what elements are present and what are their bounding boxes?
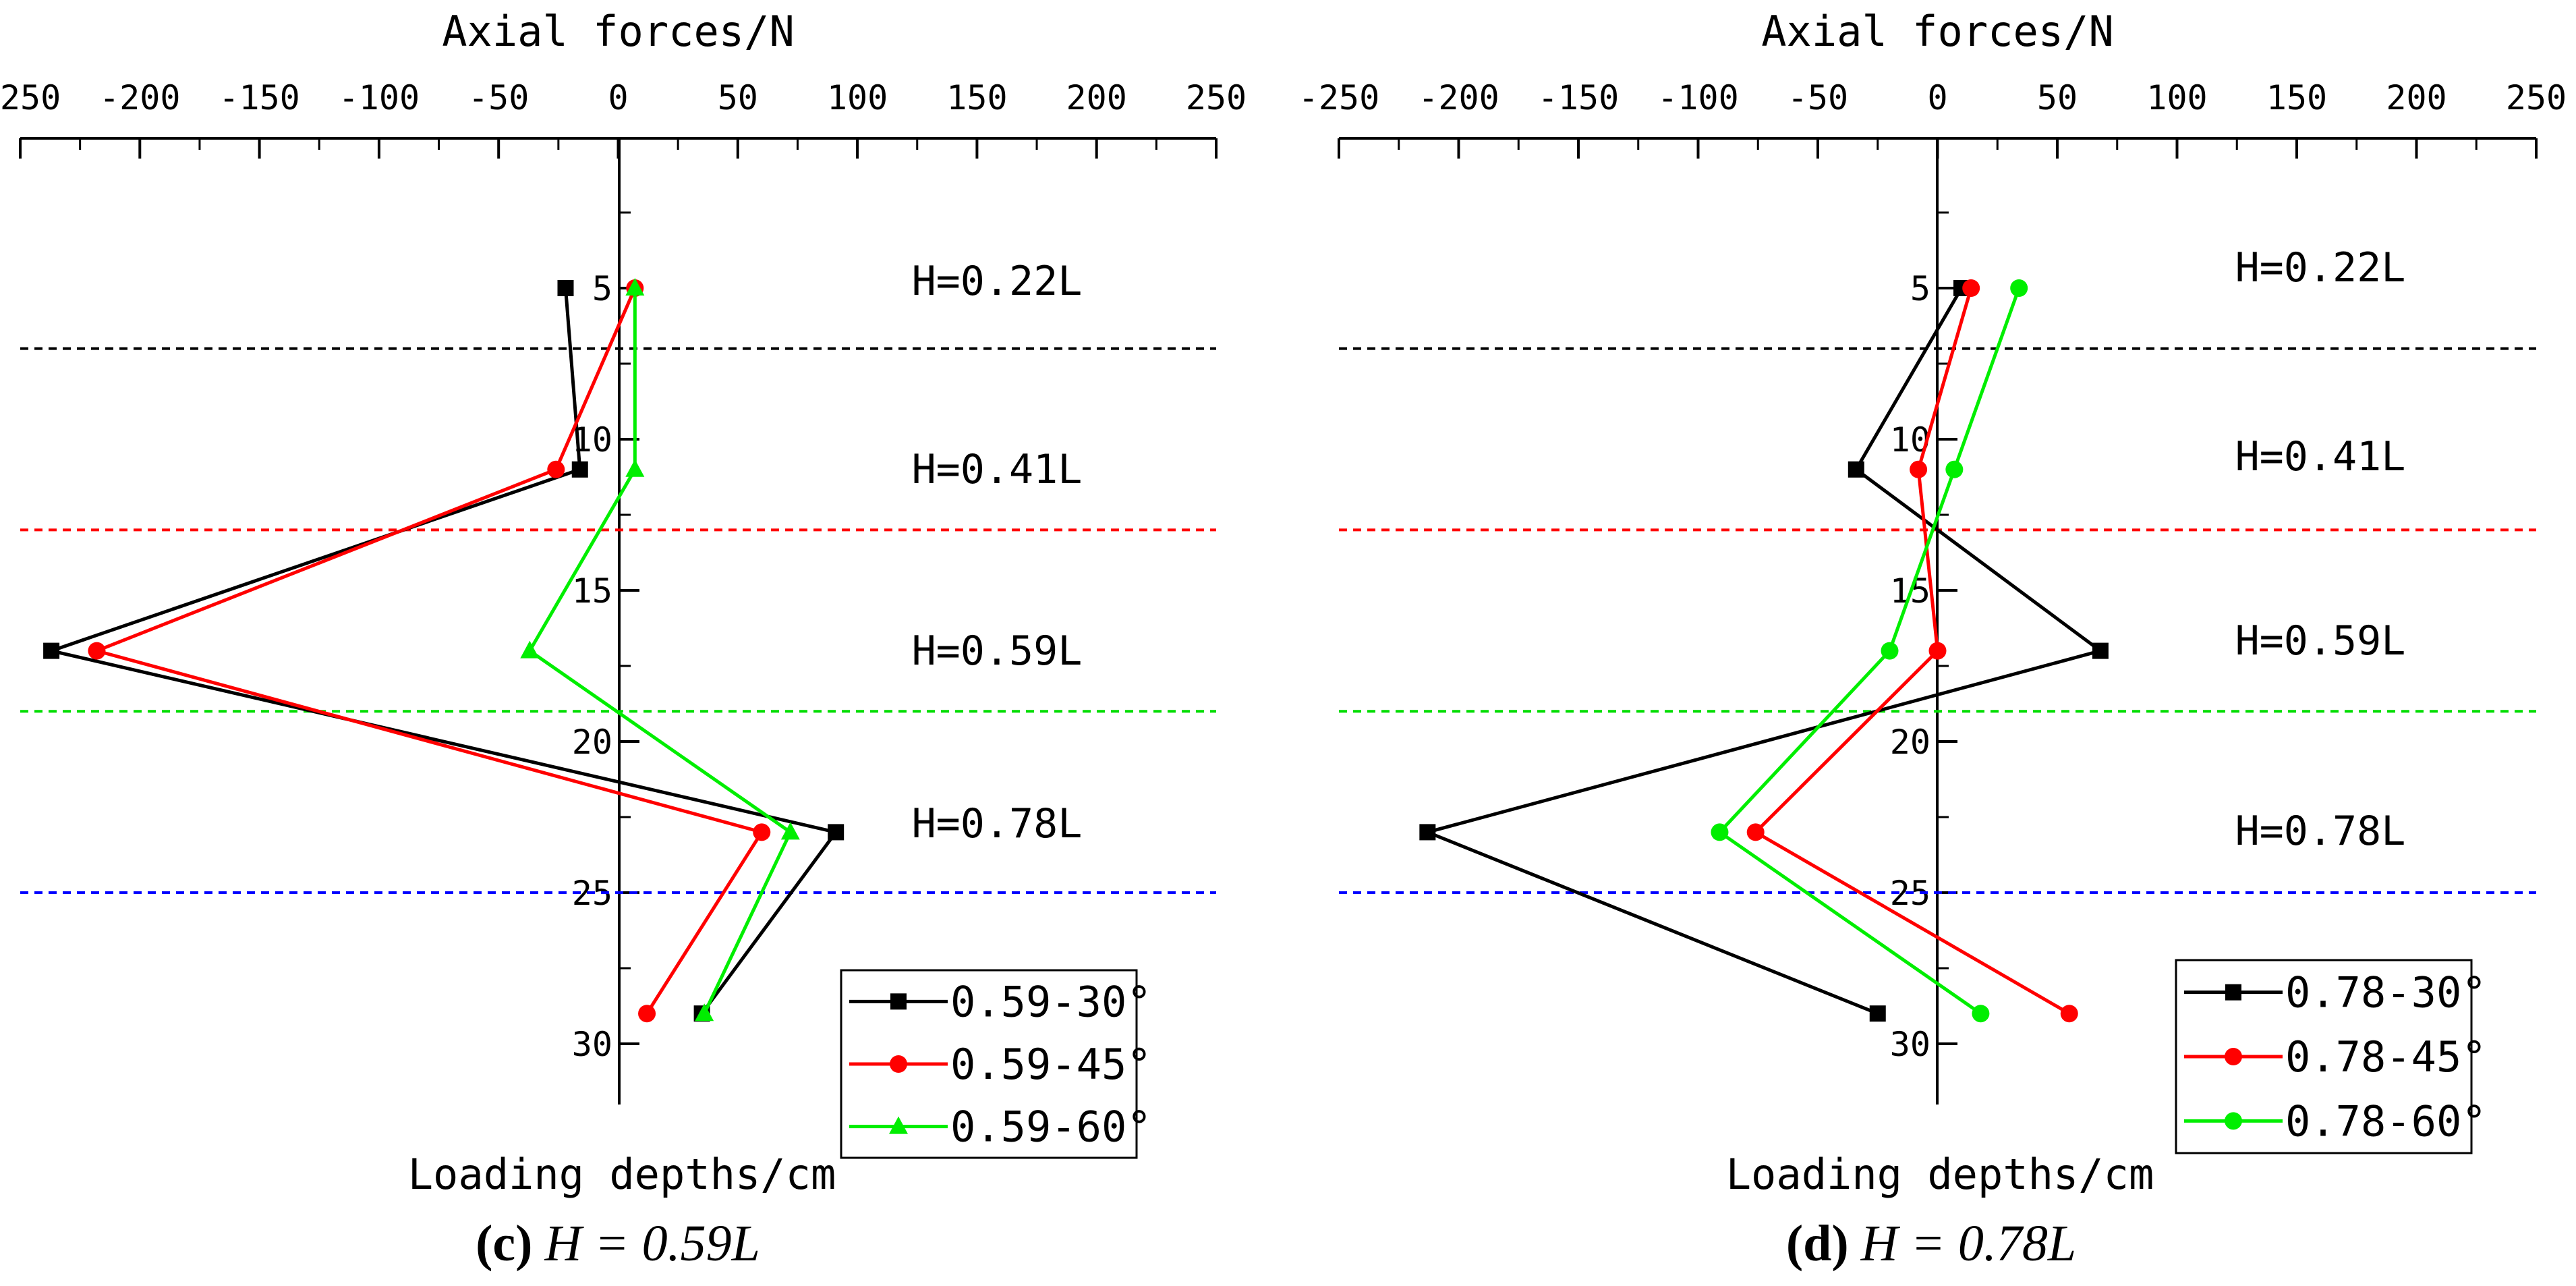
x-tick-label: -150 [219,78,299,117]
x-tick-label: -250 [0,78,61,117]
caption-letter: (c) [476,1215,532,1272]
y-tick-label: 20 [572,723,612,762]
y-tick-label: 5 [1910,269,1930,308]
x-tick-label: 100 [2146,78,2207,117]
legend: 0.78-30° 0.78-45° 0.78-60° [2175,959,2487,1154]
data-point [2092,642,2109,659]
reference-label: H=0.41L [912,446,1083,493]
series-line [45,287,839,1015]
legend-label: 0.59-60° [950,1102,1152,1152]
data-point [1419,824,1436,841]
legend-marker [890,993,907,1010]
x-tick-label: -100 [1657,78,1738,117]
data-point [1848,461,1864,478]
reference-label: H=0.22L [912,258,1083,305]
x-tick-label: 150 [946,78,1007,117]
data-point [753,823,771,841]
x-tick-label: 50 [2037,78,2078,117]
data-point [625,278,645,296]
reference-label: H=0.78L [2235,808,2406,855]
chart-d: Axial forces/N -250 -200 -150 -100 -50 0 50 100 1… [1298,7,2567,1272]
data-point [88,642,106,660]
legend-label: 0.78-60° [2285,1096,2487,1146]
legend-label: 0.78-30° [2285,968,2487,1017]
data-point [1928,642,1947,660]
legend-marker [2225,1112,2242,1130]
y-tick-label: 15 [572,571,612,611]
x-tick-label: -100 [339,78,420,117]
y-axis-title: Loading depths/cm [408,1150,836,1199]
y-axis-title: Loading depths/cm [1726,1150,2154,1199]
x-tick-label: 100 [827,78,888,117]
x-tick-label: 250 [2506,78,2567,117]
x-tick-label: 150 [2266,78,2327,117]
data-point [2060,1005,2078,1023]
caption-text: H = 0.59L [544,1215,760,1272]
data-point [547,460,565,478]
data-point [571,461,588,478]
data-point [557,280,574,296]
data-point [1910,460,1928,478]
reference-label: H=0.41L [2235,433,2406,480]
data-point [1962,279,1980,297]
x-tick-label: -200 [1418,78,1499,117]
data-point [43,642,60,659]
panel-caption: (d)H = 0.78L [1786,1215,2076,1272]
series-line [527,288,793,1015]
panel-caption: (c)H = 0.59L [476,1215,760,1272]
legend-label: 0.59-30° [950,977,1152,1026]
series-line [1422,287,2105,1015]
legend-marker [890,1055,907,1073]
y-tick-label: 5 [592,269,612,308]
legend-label: 0.78-45° [2285,1032,2487,1082]
series-line [1717,287,2021,1015]
chart-c: Axial forces/N -250 -200 -150 -100 -50 0 50 100 1… [0,7,1247,1272]
reference-label: H=0.59L [912,627,1083,675]
data-point [1711,823,1729,841]
data-point [695,1003,714,1022]
x-axis-title: Axial forces/N [442,7,795,56]
legend-marker [2225,984,2241,1001]
legend: 0.59-30° 0.59-45° 0.59-60° [840,969,1152,1159]
reference-label: H=0.22L [2235,244,2406,291]
x-axis-title: Axial forces/N [1761,7,2114,56]
x-tick-label: -50 [468,78,529,117]
x-tick-label: 0 [1927,78,1947,117]
series-line [91,287,765,1015]
reference-label: H=0.59L [2235,617,2406,665]
x-tick-label: 200 [1066,78,1127,117]
data-point [638,1005,656,1023]
y-tick-label: 20 [1890,723,1930,762]
x-tick-label: -50 [1787,78,1848,117]
y-tick-label: 30 [572,1025,612,1064]
x-tick-label: -200 [99,78,180,117]
x-tick-label: -150 [1538,78,1619,117]
caption-letter: (d) [1786,1215,1849,1272]
data-point [1945,460,1964,478]
data-point [520,640,540,659]
data-point [625,459,645,477]
data-point [780,822,800,840]
y-tick-label: 30 [1890,1025,1930,1064]
x-tick-label: 200 [2386,78,2446,117]
x-tick-label: 0 [608,78,628,117]
data-point [1869,1005,1886,1022]
legend-marker [2225,1048,2242,1065]
x-tick-label: -250 [1298,78,1379,117]
data-point [1746,823,1765,841]
data-point [828,824,845,841]
reference-label: H=0.78L [912,800,1083,847]
legend-label: 0.59-45° [950,1040,1152,1089]
caption-text: H = 0.78L [1860,1215,2076,1272]
legend-marker [889,1116,908,1134]
data-point [1881,642,1899,660]
data-point [1972,1005,1990,1023]
data-point [2010,279,2028,297]
x-tick-label: 50 [718,78,758,117]
x-tick-label: 250 [1186,78,1247,117]
